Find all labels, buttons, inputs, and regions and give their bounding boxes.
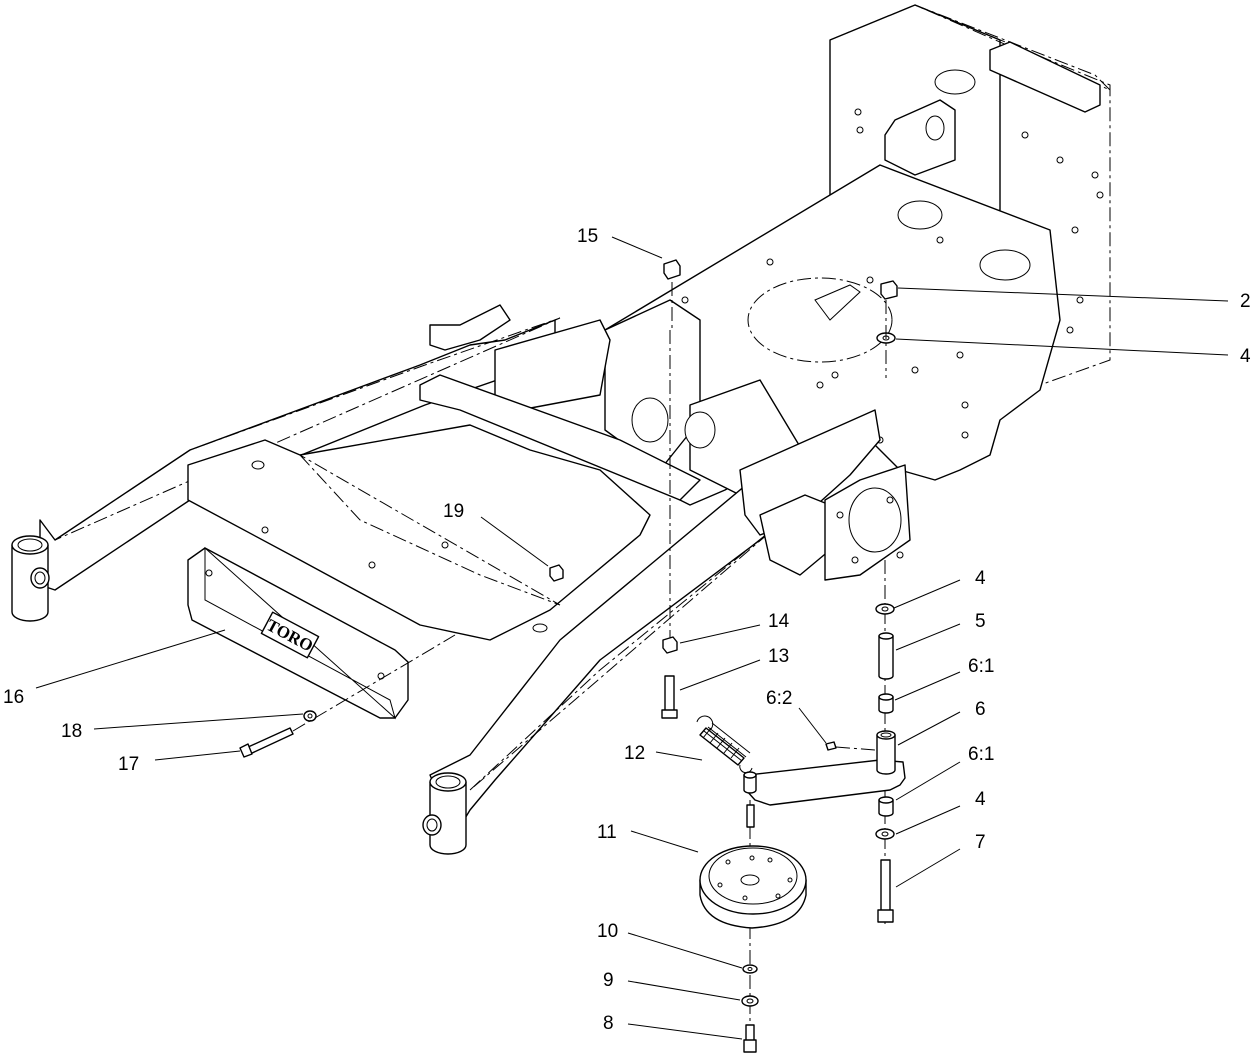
part-9-washer [741, 995, 759, 1007]
callout-12: 12 [624, 743, 645, 764]
callout-6-2: 6:2 [766, 688, 792, 709]
left-caster-tube [11, 535, 50, 622]
part-2-locknut [880, 280, 898, 300]
callout-7: 7 [975, 832, 986, 853]
center-line-bumper-bolt [292, 634, 456, 732]
leader-lines [35, 236, 1229, 1040]
part-14-nut [662, 636, 678, 654]
part-6-1-bushing-lower [878, 796, 894, 817]
callout-17: 17 [118, 754, 139, 775]
callout-9: 9 [603, 970, 614, 991]
part-11-idler-pulley [699, 845, 807, 929]
callout-11: 11 [597, 822, 617, 843]
callout-14: 14 [768, 611, 790, 632]
callout-5: 5 [975, 611, 986, 632]
callout-15: 15 [577, 226, 598, 247]
part-15-flange-nut [663, 259, 681, 330]
callout-6-1-upper: 6:1 [968, 656, 994, 677]
part-4-washer-top [876, 300, 896, 378]
part-17-bolt [239, 727, 294, 758]
part-19-nut [549, 564, 564, 582]
part-7-bolt [877, 859, 894, 923]
part-10-washer [742, 964, 758, 974]
callout-8: 8 [603, 1013, 614, 1034]
callout-16: 16 [3, 687, 24, 708]
part-4-washer-lower [875, 828, 895, 840]
part-6-1-bushing-upper [878, 693, 894, 714]
callout-4-lower: 4 [975, 789, 986, 810]
part-8-bolt [743, 1024, 757, 1053]
part-6-idler-arm [743, 730, 906, 806]
callout-19: 19 [443, 501, 464, 522]
callout-6: 6 [975, 699, 986, 720]
part-13-bolt [661, 675, 678, 719]
lower-floor-plate [187, 424, 651, 641]
part-4-washer-mid [875, 603, 895, 615]
callout-10: 10 [597, 921, 618, 942]
pulley-stud [746, 804, 755, 828]
right-bracket [739, 409, 911, 581]
right-caster-tube [422, 772, 467, 855]
callout-18: 18 [61, 721, 82, 742]
callout-6-1-lower: 6:1 [968, 744, 994, 765]
callout-13: 13 [768, 646, 789, 667]
part-5-spacer [878, 632, 894, 680]
part-6-2-grease-fitting [825, 741, 876, 751]
callout-4-top: 4 [1240, 346, 1251, 367]
part-18-washer [303, 710, 317, 722]
callout-2: 2 [1240, 291, 1251, 312]
callout-4-middle: 4 [975, 568, 986, 589]
callout-labels: 15 2 4 19 4 5 14 13 6:1 6:2 6 16 18 12 6… [3, 226, 1251, 1034]
part-12-extension-spring [696, 715, 753, 774]
front-bumper: TORO [187, 546, 409, 720]
